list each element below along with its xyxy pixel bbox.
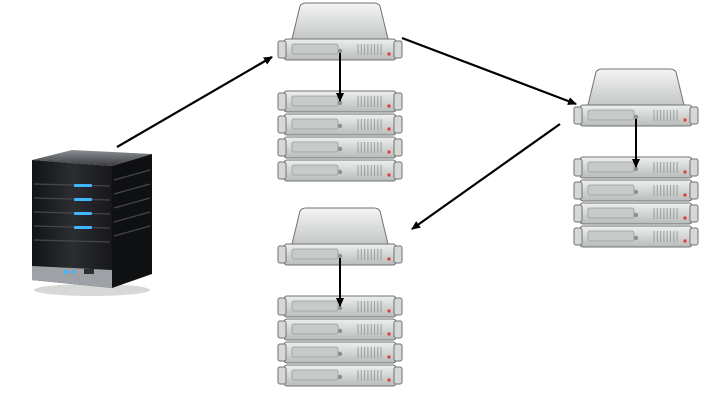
arrow-right-to-bottom (412, 124, 560, 229)
tower-server-icon (32, 150, 152, 296)
cluster-bottom[interactable] (278, 208, 402, 386)
rack-server-icon (278, 3, 402, 60)
rack-node (574, 180, 698, 201)
rack-server-icon (278, 208, 402, 265)
rack-node (278, 114, 402, 135)
rack-node (278, 160, 402, 181)
source-server[interactable] (32, 150, 152, 296)
rack-node (278, 137, 402, 158)
cluster-right[interactable] (574, 69, 698, 247)
arrow-source-to-top (117, 57, 272, 147)
rack-server-icon (574, 69, 698, 126)
rack-node (278, 319, 402, 340)
cluster-top[interactable] (278, 3, 402, 181)
rack-node (574, 203, 698, 224)
arrow-top-to-right (402, 38, 576, 104)
rack-node (278, 365, 402, 386)
rack-node (574, 226, 698, 247)
rack-node (278, 342, 402, 363)
